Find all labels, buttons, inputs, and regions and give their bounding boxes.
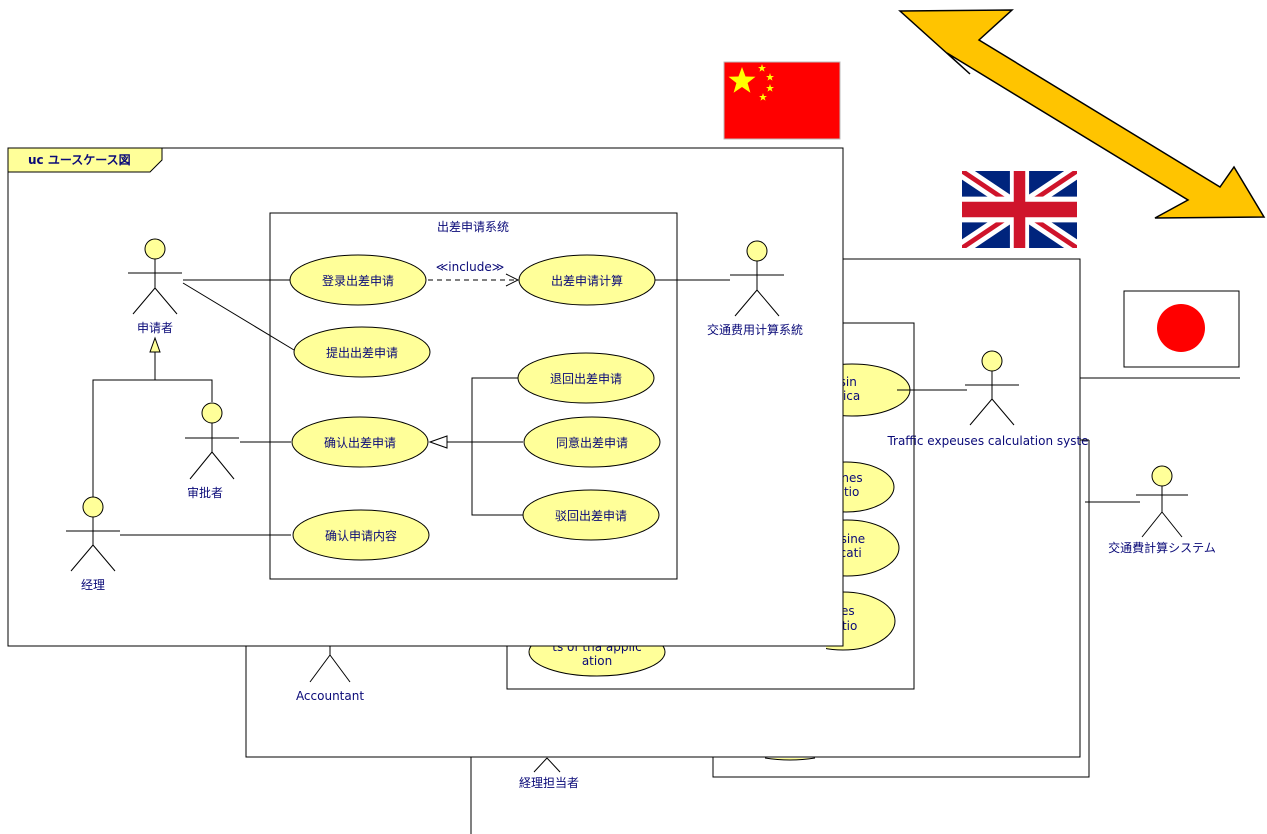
- use-case-approve[interactable]: 同意出差申请: [523, 416, 661, 468]
- actor-jp-manager: 経理担当者: [519, 757, 579, 790]
- use-case-submit[interactable]: 提出出差申请: [293, 326, 431, 378]
- include-label: ≪include≫: [436, 260, 505, 274]
- generalization-triangle-icon: [428, 435, 448, 449]
- chinese-diagram-layer: uc ユースケース図 出差申请系统 ≪include≫ 登录出差申请 出差申请计…: [7, 147, 844, 647]
- use-case-confirm-content[interactable]: 确认申请内容: [292, 509, 430, 561]
- actor-label: Traffic expeuses calculation syste: [886, 434, 1088, 448]
- actor-label: 申请者: [137, 321, 173, 335]
- actor-label: 审批者: [187, 485, 223, 500]
- svg-text:ation: ation: [582, 654, 612, 668]
- svg-text:登录出差申请: 登录出差申请: [322, 273, 394, 288]
- actor-head-icon: [201, 402, 223, 424]
- use-case-confirm[interactable]: 确认出差申请: [291, 416, 429, 468]
- actor-jp-cost-system: 交通費計算システム: [1108, 465, 1216, 555]
- double-arrow-icon: [898, 9, 1266, 219]
- open-arrowhead-icon: [505, 273, 520, 287]
- actor-en-traffic-system: Traffic expeuses calculation syste: [886, 350, 1089, 448]
- actor-approver[interactable]: 审批者: [185, 402, 239, 500]
- actor-label: 经理: [81, 578, 105, 592]
- generalization-triangle-icon: [149, 336, 161, 353]
- association-line: [182, 282, 295, 351]
- actor-label: 交通费用计算系統: [707, 322, 803, 337]
- svg-text:出差申请计算: 出差申请计算: [551, 273, 623, 288]
- actor-head-icon: [746, 240, 768, 262]
- actor-label: Accountant: [296, 689, 364, 703]
- use-case-return[interactable]: 退回出差申请: [517, 352, 655, 404]
- actor-head-icon: [82, 496, 104, 518]
- frame-tab: [7, 147, 163, 173]
- use-case-calculate[interactable]: 出差申请计算: [518, 254, 656, 306]
- use-case-reject[interactable]: 驳回出差申请: [522, 489, 660, 541]
- actor-applicant[interactable]: 申请者: [128, 238, 182, 335]
- svg-text:确认出差申请: 确认出差申请: [324, 436, 396, 450]
- actor-en-accountant: Accountant: [296, 645, 364, 703]
- actor-label: 交通費計算システム: [1108, 540, 1216, 555]
- actor-head-icon: [981, 350, 1003, 372]
- svg-text:提出出差申请: 提出出差申请: [326, 345, 398, 360]
- actor-head-icon: [1151, 465, 1173, 487]
- svg-text:ines: ines: [838, 471, 863, 485]
- frame-title: uc ユースケース図: [28, 153, 131, 167]
- uk-flag-icon: [962, 171, 1077, 248]
- actor-cost-system[interactable]: 交通费用计算系統: [707, 240, 803, 337]
- svg-text:驳回出差申请: 驳回出差申请: [555, 509, 627, 523]
- svg-text:同意出差申请: 同意出差申请: [556, 435, 628, 450]
- use-case-register[interactable]: 登录出差申请: [289, 254, 427, 306]
- japan-flag-icon: [1123, 290, 1240, 368]
- actor-label: 経理担当者: [519, 776, 579, 790]
- svg-text:确认申请内容: 确认申请内容: [325, 528, 397, 543]
- china-flag-icon: [723, 61, 841, 140]
- system-name: 出差申请系统: [437, 220, 509, 234]
- actor-manager[interactable]: 经理: [66, 496, 120, 592]
- svg-text:退回出差申请: 退回出差申请: [550, 372, 622, 386]
- actor-head-icon: [144, 238, 166, 260]
